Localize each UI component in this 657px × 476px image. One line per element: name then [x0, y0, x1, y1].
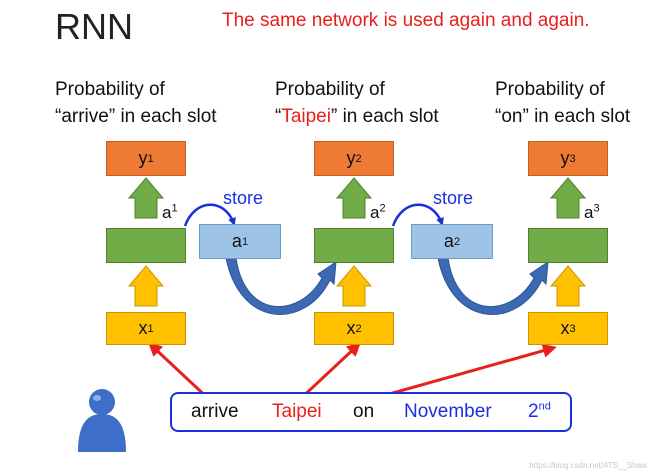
caption-word-3: on	[501, 106, 523, 127]
slide-title: RNN	[55, 6, 133, 47]
sentence-word-taipei: Taipei	[272, 401, 322, 422]
hidden-label-2: a2	[370, 202, 386, 222]
sentence-word-november: November	[404, 401, 492, 422]
hidden-box-1	[106, 228, 186, 263]
hidden-label-1: a1	[162, 202, 178, 222]
slide-subtitle: The same network is used again and again…	[222, 10, 590, 31]
sentence-word-arrive: arrive	[191, 401, 239, 422]
memory-feed-arrow-2	[437, 257, 549, 315]
arrow-input-to-hidden-3	[549, 265, 587, 307]
store-label-2: store	[433, 188, 474, 208]
caption-slot-1: Probability of “arrive” in each slot	[55, 79, 217, 127]
caption-word-2: Taipei	[281, 106, 331, 127]
store-arrow-2	[391, 203, 444, 227]
user-icon	[78, 389, 126, 452]
word-to-input-arrow-3	[374, 343, 557, 400]
hidden-box-2	[314, 228, 394, 263]
sentence-word-2nd: 2nd	[528, 400, 551, 422]
input-sentence-box	[170, 392, 572, 432]
arrow-input-to-hidden-2	[335, 265, 373, 307]
arrow-hidden-to-output-2	[335, 177, 373, 219]
store-arrow-1	[183, 203, 236, 227]
arrow-hidden-to-output-3	[549, 177, 587, 219]
watermark: https://blog.csdn.net/ATS__Shaw	[529, 461, 647, 470]
hidden-box-3	[528, 228, 608, 263]
store-label-1: store	[223, 188, 264, 208]
hidden-label-3: a3	[584, 202, 600, 222]
arrow-input-to-hidden-1	[127, 265, 165, 307]
caption-word-1: arrive	[61, 106, 109, 127]
memory-feed-arrow-1	[225, 257, 337, 315]
caption-slot-2: Probability of “Taipei” in each slot	[275, 79, 439, 127]
arrow-hidden-to-output-1	[127, 177, 165, 219]
sentence-word-on: on	[353, 401, 375, 422]
caption-slot-3: Probability of “on” in each slot	[495, 79, 631, 127]
